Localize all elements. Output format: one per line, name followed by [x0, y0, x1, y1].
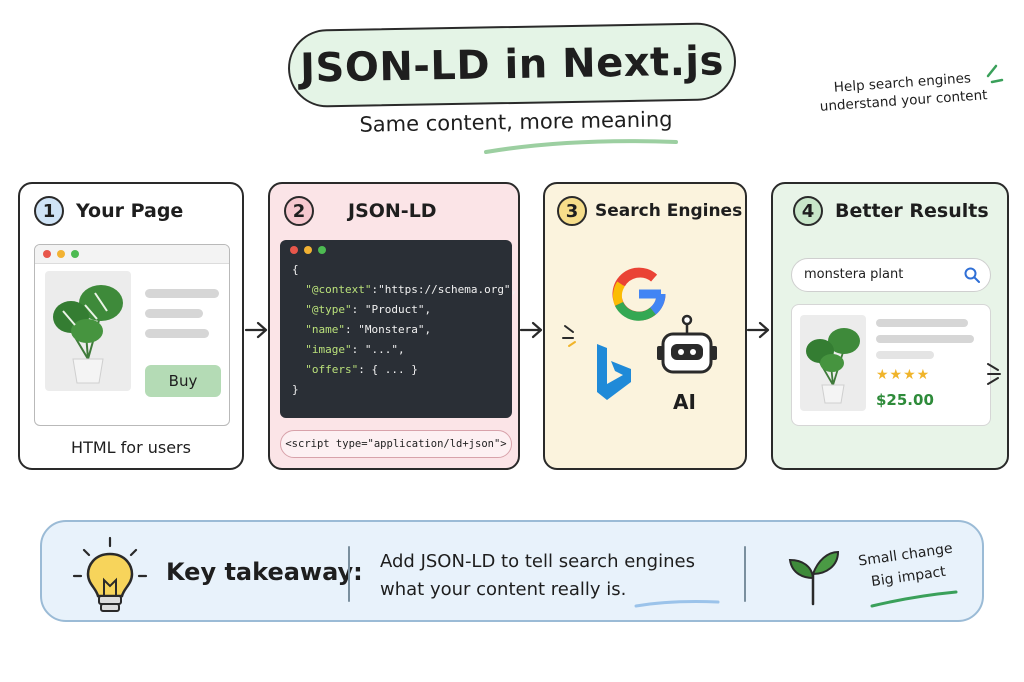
- takeaway-label: Key takeaway:: [166, 558, 363, 586]
- code-line: "@type": "Product",: [305, 303, 432, 316]
- minimize-dot-icon: [304, 246, 312, 254]
- step-header: 3 Search Engines: [557, 196, 742, 226]
- buy-button[interactable]: Buy: [145, 365, 221, 397]
- step-number: 4: [793, 196, 823, 226]
- code-titlebar: [280, 240, 512, 256]
- takeaway-text: Add JSON-LD to tell search engines what …: [380, 548, 720, 604]
- code-line: "image": "...",: [305, 343, 405, 356]
- text-placeholder-line: [145, 309, 203, 318]
- text-placeholder-line: [876, 351, 934, 359]
- accent-underline: [870, 590, 958, 608]
- accent-ticks-icon: [987, 363, 1001, 385]
- step-card-json-ld: 2 JSON-LD { "@context":"https://schema.o…: [268, 182, 520, 470]
- search-input[interactable]: monstera plant: [791, 258, 991, 292]
- step-card-search-engines: 3 Search Engines AI: [543, 182, 747, 470]
- divider: [744, 546, 746, 602]
- step-title: Better Results: [835, 200, 989, 222]
- script-tag-pill: <script type="application/ld+json">: [280, 430, 512, 458]
- monstera-plant-icon: [800, 315, 866, 411]
- ai-label: AI: [673, 390, 696, 414]
- code-line: {: [292, 263, 299, 276]
- text-placeholder-line: [876, 319, 968, 327]
- code-line: "name": "Monstera",: [305, 323, 432, 336]
- step-header: 2 JSON-LD: [284, 196, 437, 226]
- close-dot-icon: [43, 250, 51, 258]
- accent-ticks-icon: [986, 64, 1004, 84]
- takeaway-line: Add JSON-LD to tell search engines: [380, 551, 695, 572]
- robot-icon: [657, 314, 717, 374]
- text-placeholder-line: [876, 335, 974, 343]
- browser-window: Buy: [34, 244, 230, 426]
- rating-stars-icon: ★★★★: [876, 367, 931, 383]
- lightbulb-icon: [72, 536, 148, 612]
- maximize-dot-icon: [318, 246, 326, 254]
- code-body: { "@context":"https://schema.org", "@typ…: [280, 256, 518, 400]
- corner-note: Help search engines understand your cont…: [819, 70, 988, 115]
- browser-titlebar: [35, 245, 229, 264]
- accent-ticks-icon: [562, 325, 576, 347]
- search-query: monstera plant: [804, 267, 904, 282]
- bing-icon: [597, 344, 631, 400]
- step-number: 2: [284, 196, 314, 226]
- takeaway-line: what your content really is.: [380, 579, 627, 600]
- step-title: Your Page: [76, 200, 184, 222]
- arrow-right-icon: [244, 321, 268, 339]
- step-card-better-results: 4 Better Results monstera plant ★★★★ $25…: [771, 182, 1009, 470]
- step-header: 4 Better Results: [793, 196, 989, 226]
- step-title: JSON-LD: [348, 200, 437, 222]
- step-caption: HTML for users: [71, 438, 191, 457]
- divider: [348, 546, 350, 602]
- close-dot-icon: [290, 246, 298, 254]
- step-card-your-page: 1 Your Page Buy HTML for users: [18, 182, 244, 470]
- code-line: "offers": { ... }: [305, 363, 418, 376]
- subtitle-underline: [484, 139, 678, 154]
- arrow-right-icon: [519, 321, 543, 339]
- text-placeholder-line: [145, 329, 209, 338]
- monstera-plant-icon: [45, 271, 131, 391]
- text-placeholder-line: [145, 289, 219, 298]
- code-line: }: [292, 383, 299, 396]
- code-editor: { "@context":"https://schema.org", "@typ…: [280, 240, 518, 418]
- accent-underline: [634, 600, 720, 608]
- minimize-dot-icon: [57, 250, 65, 258]
- step-title: Search Engines: [595, 201, 743, 221]
- step-header: 1 Your Page: [34, 196, 183, 226]
- step-number: 1: [34, 196, 64, 226]
- maximize-dot-icon: [71, 250, 79, 258]
- arrow-right-icon: [746, 321, 770, 339]
- price: $25.00: [876, 391, 934, 409]
- search-result-card[interactable]: ★★★★ $25.00: [791, 304, 991, 426]
- page-title: JSON-LD in Next.js: [299, 38, 725, 92]
- title-pill: JSON-LD in Next.js: [287, 22, 737, 108]
- search-icon[interactable]: [964, 267, 980, 283]
- code-line: "@context":"https://schema.org",: [305, 283, 518, 296]
- sprout-icon: [788, 550, 840, 606]
- google-icon: [612, 267, 666, 321]
- step-number: 3: [557, 196, 587, 226]
